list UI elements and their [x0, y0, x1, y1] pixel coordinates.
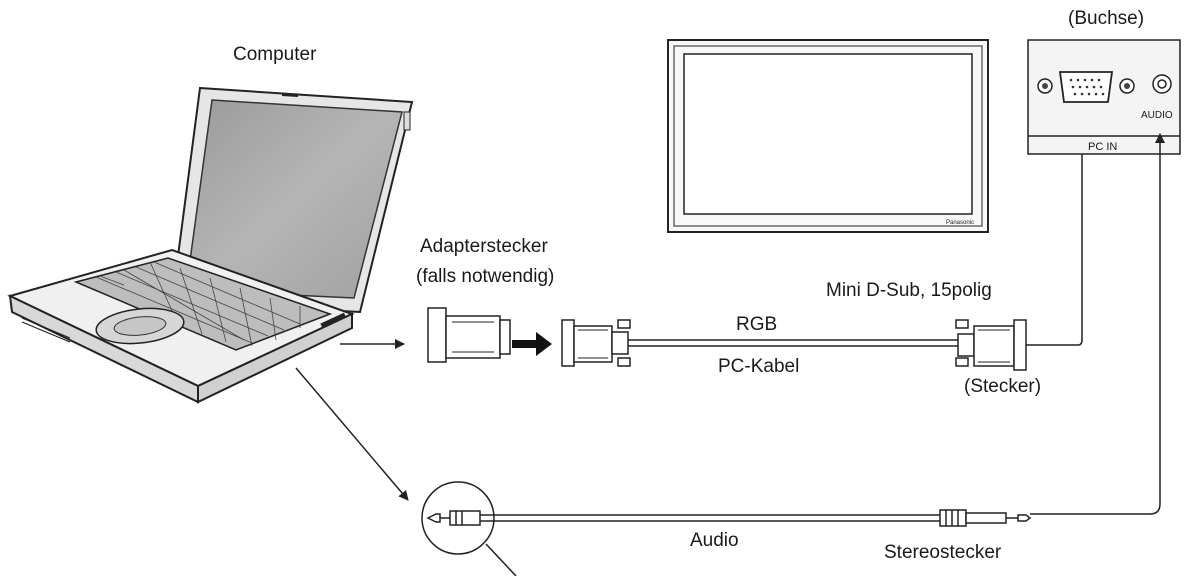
pc-cable [628, 339, 958, 347]
flat-panel-display-icon [667, 39, 989, 233]
rgb-label: RGB [736, 314, 777, 335]
stereo-jack-right-icon [939, 509, 1032, 527]
vga-plug-right-icon [955, 319, 1027, 371]
buchse-label: (Buchse) [1068, 8, 1144, 29]
panel-brand-text: Panasonic [946, 220, 974, 226]
adapter-label-line1: Adapterstecker [420, 236, 548, 257]
arrow-to-pc-in-icon [1026, 111, 1087, 346]
jack-magnifier-circle [421, 481, 495, 555]
audio-cable [480, 514, 940, 522]
audio-cable-label: Audio [690, 530, 739, 551]
audio-port-label: AUDIO [1141, 110, 1173, 121]
computer-label: Computer [233, 44, 317, 65]
stecker-label: (Stecker) [964, 376, 1041, 397]
pc-kabel-label: PC-Kabel [718, 356, 799, 377]
vga-plug-left-icon [561, 319, 631, 367]
arrow-to-audio-port-icon [1030, 133, 1165, 515]
callout-line [485, 543, 517, 576]
stereo-jack-left-icon [426, 510, 481, 526]
laptop-icon [7, 86, 414, 404]
adapter-label-line2: (falls notwendig) [416, 266, 554, 287]
pc-in-label: PC IN [1088, 141, 1117, 153]
mini-dsub-label: Mini D-Sub, 15polig [826, 280, 992, 301]
vga-adapter-icon [427, 307, 511, 363]
plug-in-arrow-icon [512, 332, 552, 356]
arrow-to-audio-icon [295, 367, 409, 501]
pc-in-terminal-icon [1027, 39, 1181, 155]
stereostecker-label: Stereostecker [884, 542, 1002, 563]
